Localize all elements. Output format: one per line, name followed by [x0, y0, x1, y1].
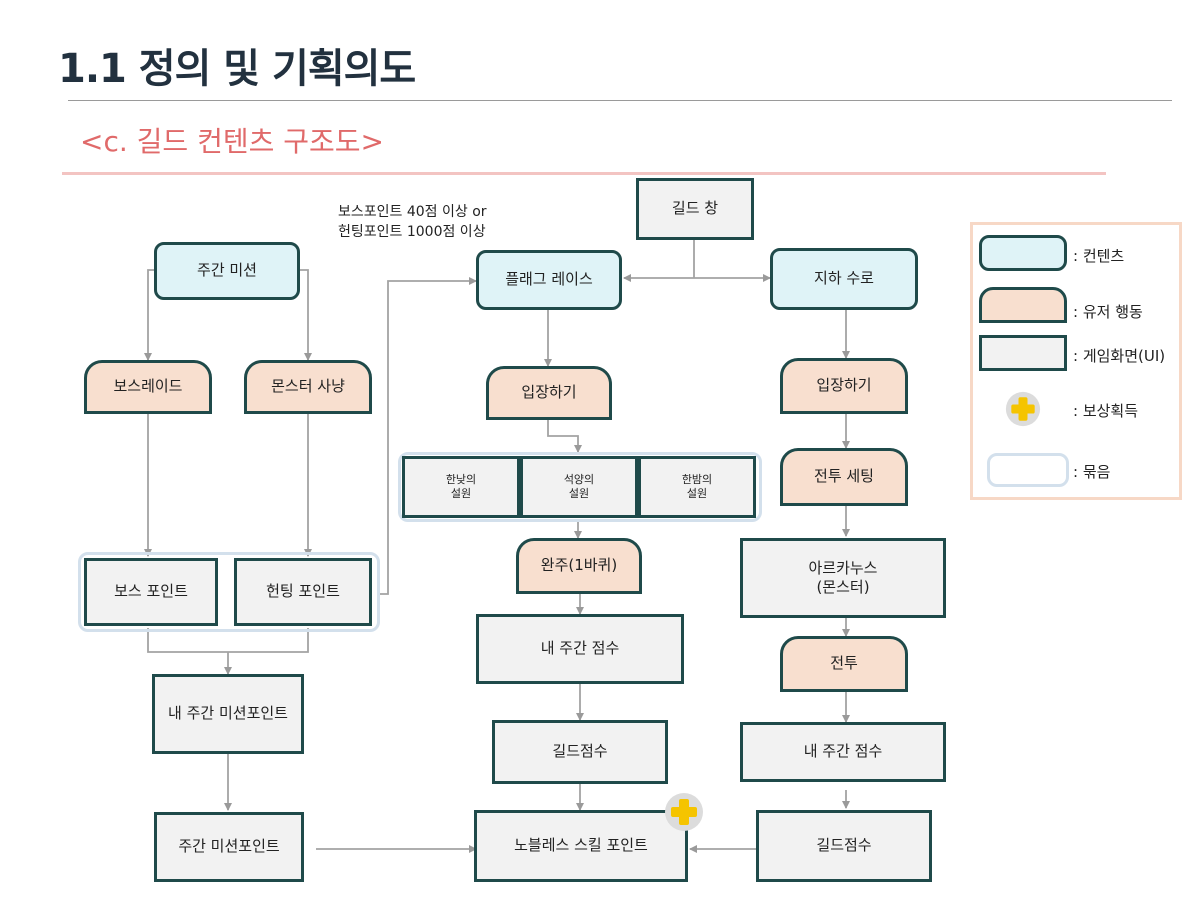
enter-flag-race-node: 입장하기: [486, 366, 612, 420]
arcanus-monster-node: 아르카누스 (몬스터): [740, 538, 946, 618]
my-mission-point-node: 내 주간 미션포인트: [152, 674, 304, 754]
page-title: 1.1 정의 및 기획의도: [58, 46, 416, 92]
snowfield-group: [398, 452, 762, 522]
points-group: [78, 552, 380, 632]
legend-group-swatch: [987, 453, 1069, 487]
subtitle-divider: [62, 172, 1106, 175]
legend-action-swatch: [979, 287, 1067, 323]
night-field-node: 한밤의 설원: [638, 456, 756, 518]
my-weekly-score-node: 내 주간 점수: [476, 614, 684, 684]
legend: : 컨텐츠 : 유저 행동 : 게임화면(UI) : 보상획득 : 묶음: [970, 222, 1182, 500]
flag-race-node: 플래그 레이스: [476, 250, 622, 310]
boss-raid-node: 보스레이드: [84, 360, 212, 414]
legend-content-swatch: [979, 235, 1067, 271]
enter-underground-node: 입장하기: [780, 358, 908, 414]
weekly-mission-point-node: 주간 미션포인트: [154, 812, 304, 882]
bright-day-field-node: 한낮의 설원: [402, 456, 520, 518]
hunting-point-node: 헌팅 포인트: [234, 558, 372, 626]
complete-lap-node: 완주(1바퀴): [516, 538, 642, 594]
reward-plus-icon: [665, 793, 703, 831]
legend-content-label: : 컨텐츠: [1073, 247, 1125, 265]
noblesse-skill-point-node: 노블레스 스킬 포인트: [474, 810, 688, 882]
legend-group-label: : 묶음: [1073, 463, 1111, 481]
monster-hunt-node: 몬스터 사냥: [244, 360, 372, 414]
guild-score-2-node: 길드점수: [756, 810, 932, 882]
weekly-mission-node: 주간 미션: [154, 242, 300, 300]
legend-reward-plus-icon: [1005, 391, 1041, 427]
title-divider: [68, 100, 1172, 101]
legend-action-label: : 유저 행동: [1073, 303, 1143, 321]
legend-reward-label: : 보상획득: [1073, 402, 1139, 420]
battle-node: 전투: [780, 636, 908, 692]
link-mission-boss-raid: [144, 269, 156, 361]
link-enter-fields: [547, 418, 582, 453]
link-points-merge: [147, 628, 309, 674]
link-mission-monster-hunt: [298, 269, 312, 361]
boss-point-node: 보스 포인트: [84, 558, 218, 626]
underground-waterway-node: 지하 수로: [770, 248, 918, 310]
sunset-field-node: 석양의 설원: [520, 456, 638, 518]
diagram-subtitle: <c. 길드 컨텐츠 구조도>: [80, 125, 384, 158]
entry-condition-note: 보스포인트 40점 이상 or 헌팅포인트 1000점 이상: [338, 204, 487, 241]
legend-ui-swatch: [979, 335, 1067, 371]
link-hunting-flag: [378, 277, 477, 595]
guild-score-node: 길드점수: [492, 720, 668, 784]
my-weekly-score-2-node: 내 주간 점수: [740, 722, 946, 782]
battle-setting-node: 전투 세팅: [780, 448, 908, 506]
legend-ui-label: : 게임화면(UI): [1073, 347, 1166, 365]
guild-window-node: 길드 창: [636, 178, 754, 240]
